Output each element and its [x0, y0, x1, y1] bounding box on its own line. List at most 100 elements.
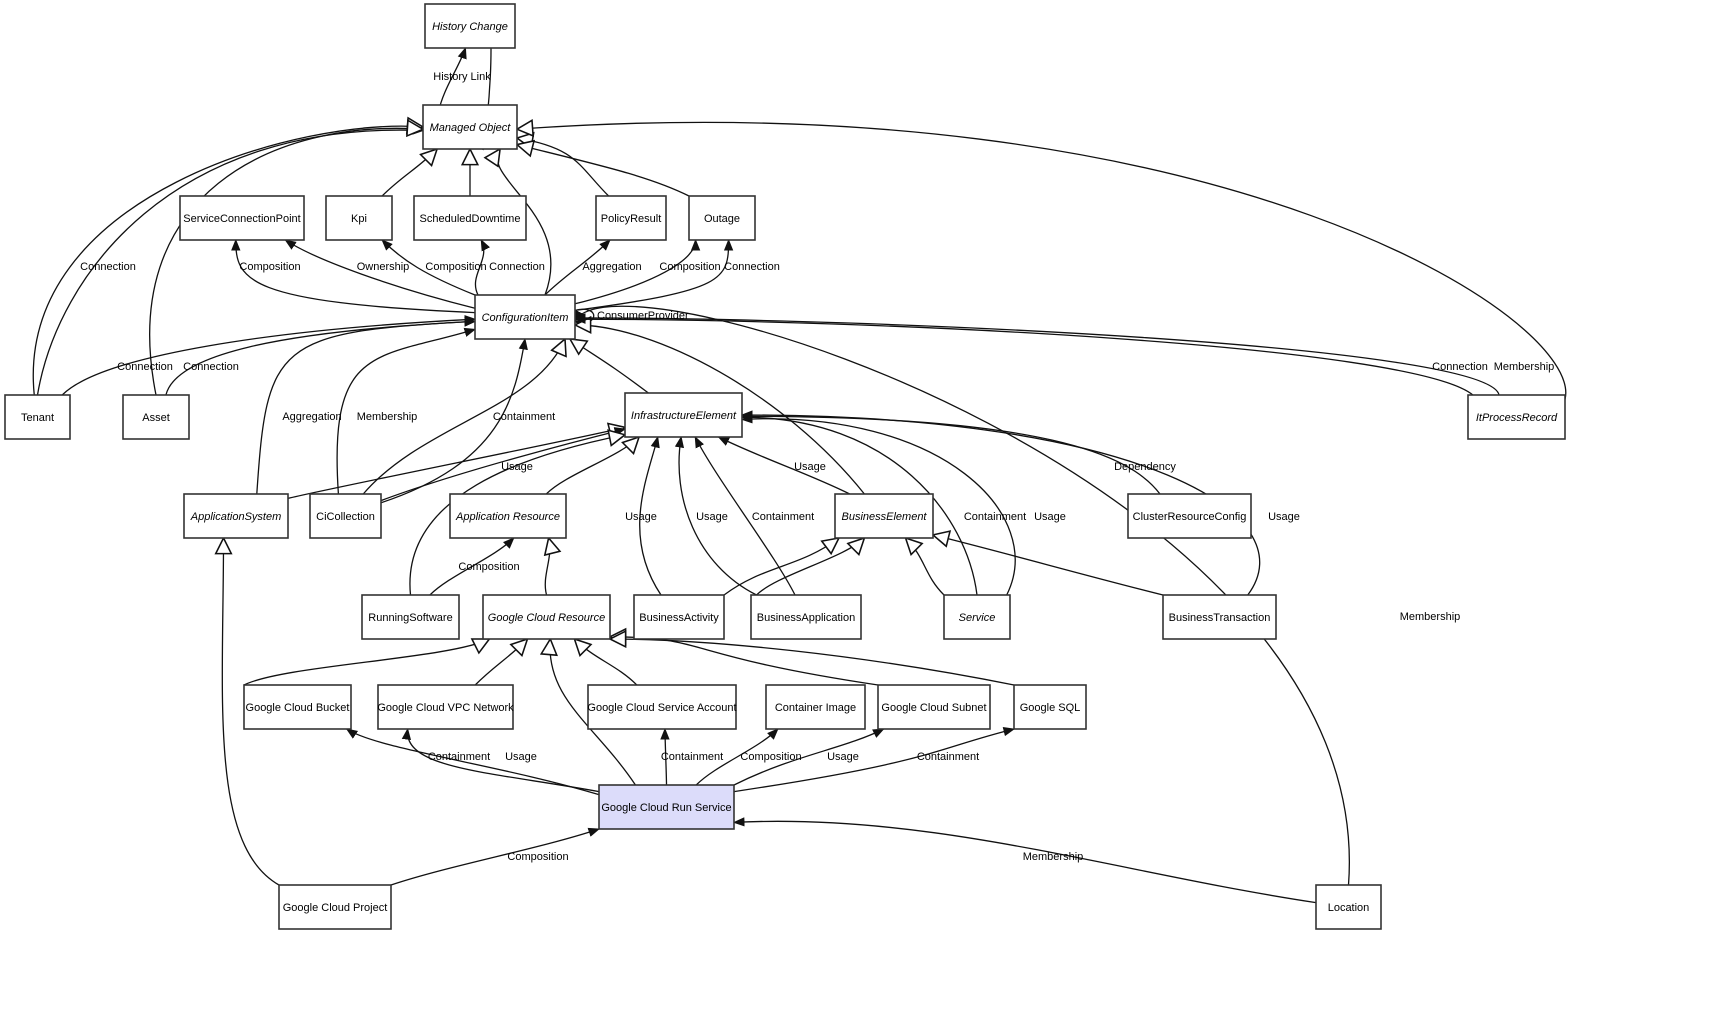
node-box[interactable]	[474, 294, 576, 340]
node-label: BusinessElement	[842, 511, 928, 523]
edge-label: Composition	[507, 851, 568, 863]
node-outage[interactable]: Outage	[688, 195, 756, 241]
node-box[interactable]	[877, 684, 991, 730]
node-box[interactable]	[1315, 884, 1382, 930]
node-box[interactable]	[377, 684, 514, 730]
node-box[interactable]	[1013, 684, 1087, 730]
node-history-change[interactable]: History Change	[424, 3, 516, 49]
node-label: Kpi	[351, 213, 367, 225]
node-box[interactable]	[482, 594, 611, 640]
node-label: History Change	[432, 21, 508, 33]
node-label: ScheduledDowntime	[420, 213, 521, 225]
node-business-transaction[interactable]: BusinessTransaction	[1162, 594, 1277, 640]
node-box[interactable]	[633, 594, 725, 640]
edge-path	[733, 727, 1016, 793]
node-box[interactable]	[688, 195, 756, 241]
node-tenant[interactable]: Tenant	[4, 394, 71, 440]
node-location[interactable]: Location	[1315, 884, 1382, 930]
node-box[interactable]	[122, 394, 190, 440]
node-box[interactable]	[1467, 394, 1566, 440]
inheritance-edge-runningSoftware-to-infrastructureElement	[409, 435, 625, 596]
inheritance-edge-googleCloudSubnet-to-googleCloudResource	[610, 637, 879, 686]
node-google-cloud-bucket[interactable]: Google Cloud Bucket	[243, 684, 352, 730]
inheritance-edge-applicationSystem-to-infrastructureElement	[287, 427, 625, 500]
node-business-element[interactable]: BusinessElement	[834, 493, 934, 539]
node-box[interactable]	[424, 3, 516, 49]
node-box[interactable]	[413, 195, 527, 241]
node-box[interactable]	[4, 394, 71, 440]
node-business-activity[interactable]: BusinessActivity	[633, 594, 725, 640]
node-ci-collection[interactable]: CiCollection	[309, 493, 382, 539]
node-cluster-resource-config[interactable]: ClusterResourceConfig	[1127, 493, 1252, 539]
node-label: Tenant	[21, 412, 54, 424]
edge-path	[573, 314, 1474, 396]
node-scheduled-downtime[interactable]: ScheduledDowntime	[413, 195, 527, 241]
node-box[interactable]	[943, 594, 1011, 640]
inheritance-edge-outage-to-managedObject	[517, 145, 690, 197]
edge-path	[695, 728, 779, 786]
edge-path	[287, 427, 625, 500]
edge-path	[517, 145, 690, 197]
node-application-resource[interactable]: Application Resource	[449, 493, 567, 539]
edge-label: Composition	[659, 261, 720, 273]
association-edge-businessApplication-to-infrastructureElement	[674, 435, 757, 596]
node-box[interactable]	[1162, 594, 1277, 640]
node-box[interactable]	[595, 195, 667, 241]
node-google-cloud-vpc-network[interactable]: Google Cloud VPC Network	[377, 684, 514, 730]
node-box[interactable]	[750, 594, 862, 640]
inheritance-edge-businessApplication-to-businessElement	[756, 538, 865, 596]
node-configuration-item[interactable]: ConfigurationItem	[474, 294, 576, 340]
node-google-cloud-subnet[interactable]: Google Cloud Subnet	[877, 684, 991, 730]
node-kpi[interactable]: Kpi	[325, 195, 393, 241]
edge-path	[694, 435, 796, 596]
node-box[interactable]	[243, 684, 352, 730]
node-asset[interactable]: Asset	[122, 394, 190, 440]
node-box[interactable]	[309, 493, 382, 539]
association-edge-runningSoftware-to-applicationResource	[429, 537, 515, 596]
node-label: Google Cloud VPC Network	[377, 702, 514, 714]
inheritance-edge-googleCloudBucket-to-googleCloudResource	[243, 639, 489, 686]
node-managed-object[interactable]: Managed Object	[422, 104, 518, 150]
node-box[interactable]	[422, 104, 518, 150]
node-business-application[interactable]: BusinessApplication	[750, 594, 862, 640]
node-box[interactable]	[587, 684, 737, 730]
node-google-cloud-service-account[interactable]: Google Cloud Service Account	[587, 684, 737, 730]
node-label: Location	[1328, 902, 1370, 914]
node-infrastructure-element[interactable]: InfrastructureElement	[624, 392, 743, 438]
node-box[interactable]	[361, 594, 460, 640]
node-it-process-record[interactable]: ItProcessRecord	[1467, 394, 1566, 440]
node-label: PolicyResult	[601, 213, 662, 225]
node-box[interactable]	[598, 784, 735, 830]
node-box[interactable]	[179, 195, 305, 241]
node-box[interactable]	[834, 493, 934, 539]
node-box[interactable]	[624, 392, 743, 438]
edge-path	[474, 639, 527, 686]
edge-path	[362, 339, 565, 495]
node-google-cloud-run-service[interactable]: Google Cloud Run Service	[598, 784, 735, 830]
node-box[interactable]	[1127, 493, 1252, 539]
edge-label: Usage	[505, 751, 537, 763]
edge-path	[906, 538, 945, 596]
node-box[interactable]	[325, 195, 393, 241]
node-container-image[interactable]: Container Image	[765, 684, 866, 730]
edge-label: Usage	[1268, 511, 1300, 523]
node-application-system[interactable]: ApplicationSystem	[183, 493, 289, 539]
association-edge-businessActivity-to-infrastructureElement	[639, 435, 662, 596]
node-service-connection-point[interactable]: ServiceConnectionPoint	[179, 195, 305, 241]
node-box[interactable]	[765, 684, 866, 730]
node-running-software[interactable]: RunningSoftware	[361, 594, 460, 640]
node-box[interactable]	[183, 493, 289, 539]
node-google-cloud-resource[interactable]: Google Cloud Resource	[482, 594, 611, 640]
node-google-sql[interactable]: Google SQL	[1013, 684, 1087, 730]
node-box[interactable]	[278, 884, 392, 930]
node-policy-result[interactable]: PolicyResult	[595, 195, 667, 241]
edge-label: Composition	[239, 261, 300, 273]
edge-label: History Link	[433, 71, 491, 83]
inheritance-edge-itProcessRecord-to-managedObject	[517, 122, 1567, 400]
node-service[interactable]: Service	[943, 594, 1011, 640]
association-edge-configurationItem-to-outage	[574, 238, 734, 312]
node-google-cloud-project[interactable]: Google Cloud Project	[278, 884, 392, 930]
edge-label: Containment	[661, 751, 723, 763]
node-box[interactable]	[449, 493, 567, 539]
edge-path	[933, 535, 1164, 596]
